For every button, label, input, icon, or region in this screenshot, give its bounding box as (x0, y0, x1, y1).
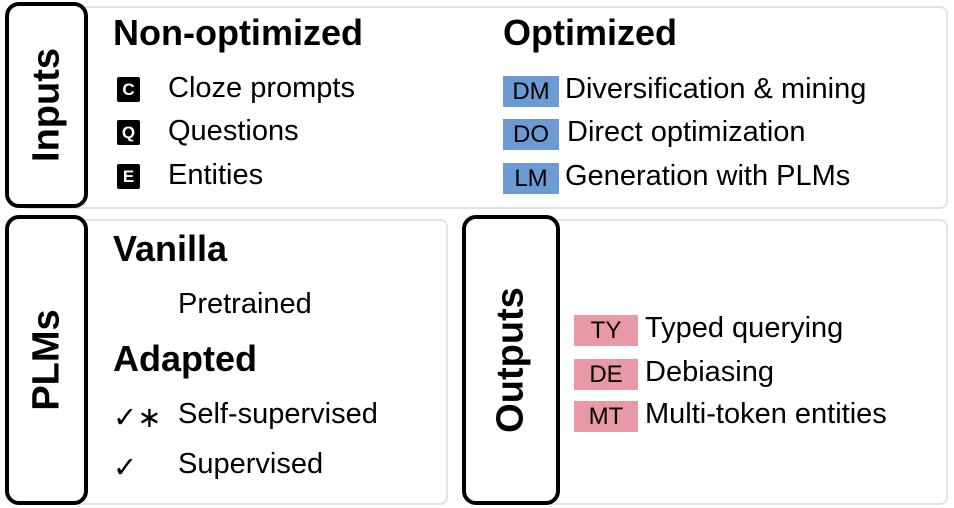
cloze-badge: C (117, 77, 140, 102)
inputs-tab: Inputs (5, 2, 88, 208)
generation-with-plms-label: Generation with PLMs (565, 160, 851, 192)
plms-tab-label: PLMs (25, 309, 67, 411)
lm-badge: LM (503, 163, 559, 194)
inputs-panel (20, 6, 948, 209)
inputs-tab-label: Inputs (25, 48, 67, 162)
outputs-tab: Outputs (462, 215, 560, 505)
adapted-heading: Adapted (113, 338, 257, 379)
plms-panel (20, 219, 448, 505)
mt-badge: MT (574, 401, 638, 432)
plms-tab: PLMs (5, 215, 88, 505)
ty-badge: TY (574, 315, 638, 346)
dm-badge: DM (503, 76, 559, 107)
de-badge: DE (574, 359, 638, 390)
entities-label: Entities (168, 159, 264, 191)
outputs-tab-label: Outputs (489, 287, 532, 433)
direct-optimization-label: Direct optimization (567, 116, 806, 148)
check-icon: ✓ (113, 452, 138, 484)
multi-token-entities-label: Multi-token entities (645, 398, 887, 430)
non-optimized-heading: Non-optimized (113, 12, 363, 53)
do-badge: DO (503, 119, 559, 150)
vanilla-heading: Vanilla (113, 228, 228, 269)
self-supervised-label: Self-supervised (178, 398, 378, 430)
supervised-label: Supervised (178, 448, 324, 480)
diversification-mining-label: Diversification & mining (565, 73, 867, 105)
pretrained-label: Pretrained (178, 288, 312, 320)
entities-badge: E (117, 164, 140, 189)
questions-label: Questions (168, 115, 299, 147)
typed-querying-label: Typed querying (645, 312, 844, 344)
questions-badge: Q (117, 120, 140, 145)
optimized-heading: Optimized (503, 12, 678, 53)
debiasing-label: Debiasing (645, 356, 774, 388)
cloze-prompts-label: Cloze prompts (168, 72, 355, 104)
check-star-icon: ✓∗ (113, 402, 162, 434)
